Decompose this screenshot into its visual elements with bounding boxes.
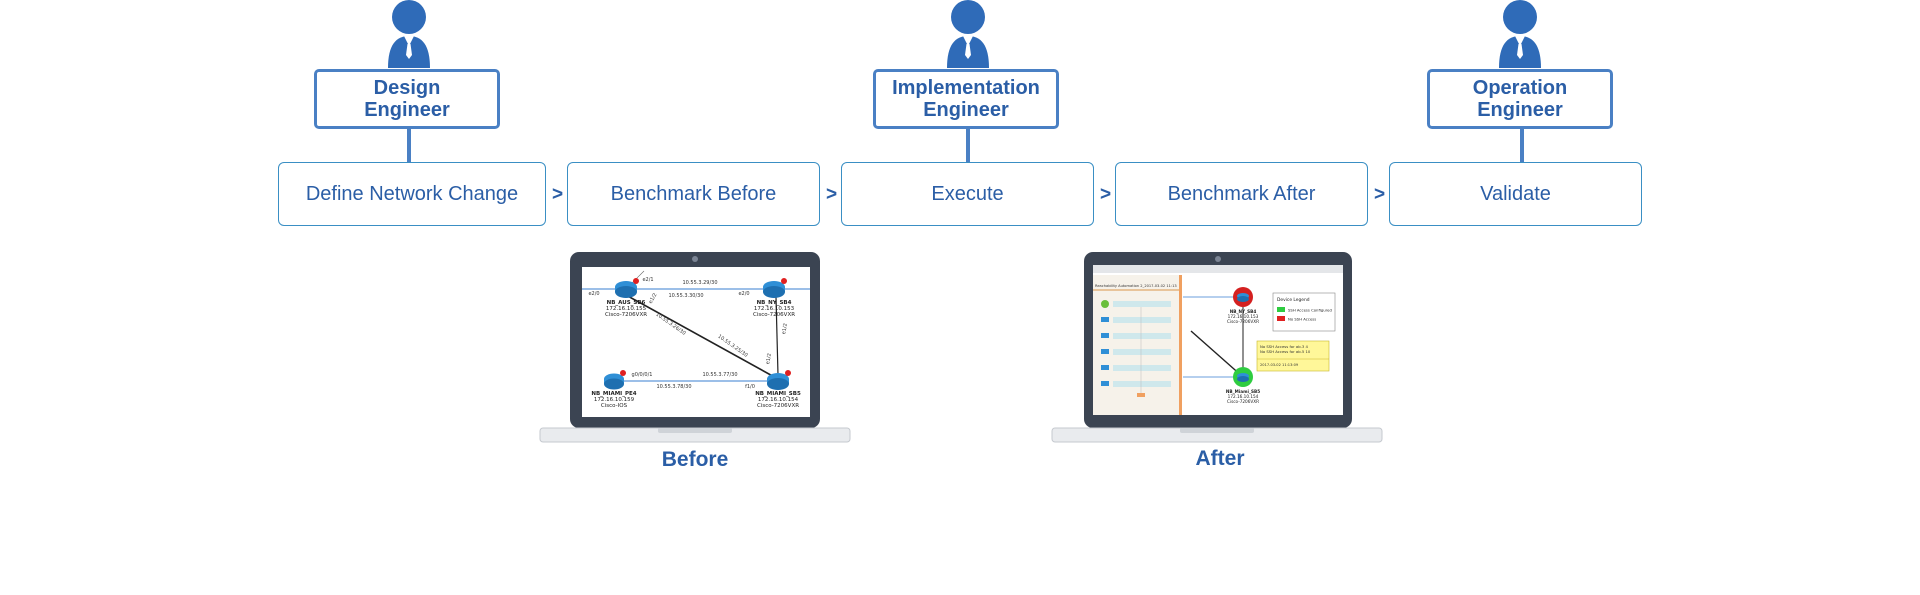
port-label: g0/0/0/1 bbox=[632, 372, 653, 378]
caption-after: After bbox=[1195, 447, 1245, 470]
port-label: f1/0 bbox=[745, 384, 755, 390]
step-separator: > bbox=[1374, 184, 1386, 205]
role-box-operation-engineer: Operation Engineer bbox=[1427, 69, 1613, 129]
role-label-line2: Engineer bbox=[923, 99, 1009, 121]
after-network-map-screen: Reachability Automation 2_2017-03-02 11:… bbox=[1093, 265, 1343, 415]
legend-swatch-green bbox=[1277, 307, 1285, 312]
node-name: NB_NY_SB4 bbox=[757, 300, 792, 306]
node-name: NB_Miami_SB5 bbox=[1226, 389, 1260, 394]
step-benchmark-after: Benchmark After bbox=[1115, 162, 1368, 226]
before-network-map: NB_AUS_SB6 172.16.10.155 Cisco-7206VXR N… bbox=[582, 270, 810, 409]
legend-label: SSH Access Configured bbox=[1288, 308, 1332, 313]
device-legend: Device Legend SSH Access Configured No S… bbox=[1272, 292, 1336, 332]
node-ip: 172.16.10.153 bbox=[754, 306, 795, 312]
port-label: e1/2 bbox=[648, 292, 659, 305]
node-ip: 172.16.10.159 bbox=[594, 397, 635, 403]
node-name: NB_NY_SB4 bbox=[1230, 309, 1257, 314]
role-label-line1: Implementation bbox=[892, 77, 1040, 99]
node-model: Cisco-7206VXR bbox=[757, 403, 799, 409]
step-separator: > bbox=[552, 184, 564, 205]
person-icon-operation bbox=[1499, 0, 1541, 68]
port-label: e2/1 bbox=[642, 277, 653, 283]
link-label: 10.55.3.30/30 bbox=[668, 293, 703, 299]
node-model: Cisco-IOS bbox=[601, 403, 628, 409]
step-validate: Validate bbox=[1389, 162, 1642, 226]
link-label: 10.55.3.25/30 bbox=[716, 334, 748, 359]
note-time: 2017-03-02 11:13:09 bbox=[1260, 363, 1299, 367]
caption-before: Before bbox=[661, 448, 729, 471]
workflow-steps bbox=[1101, 300, 1171, 397]
step-execute: Execute bbox=[841, 162, 1094, 226]
note-line: No SSH Access for ab.5 10 bbox=[1260, 349, 1311, 354]
router-ssh-ok-icon bbox=[1233, 367, 1253, 387]
router-no-ssh-icon bbox=[1233, 287, 1253, 307]
step-label: Validate bbox=[1480, 182, 1551, 205]
step-separator: > bbox=[1100, 184, 1112, 205]
person-icon-design bbox=[388, 0, 430, 68]
link-label: 10.55.3.78/30 bbox=[656, 384, 691, 390]
router-icon bbox=[604, 370, 626, 390]
legend-label: No SSH Access bbox=[1288, 317, 1316, 322]
node-model: Cisco-7206VXR bbox=[753, 312, 795, 318]
port-label: e2/0 bbox=[588, 291, 599, 297]
after-network-map: Reachability Automation 2_2017-03-02 11:… bbox=[1093, 265, 1343, 415]
link-label: 10.55.3.26/30 bbox=[654, 312, 686, 337]
node-ip: 172.16.10.154 bbox=[1228, 394, 1259, 399]
legend-swatch-red bbox=[1277, 316, 1285, 321]
role-box-implementation-engineer: Implementation Engineer bbox=[873, 69, 1059, 129]
role-box-design-engineer: Design Engineer bbox=[314, 69, 500, 129]
role-label-line1: Design bbox=[373, 77, 441, 99]
connector-implementation bbox=[966, 129, 970, 162]
panel-title: Reachability Automation 2_2017-03-02 11:… bbox=[1095, 284, 1177, 288]
role-label-line1: Operation bbox=[1472, 77, 1568, 99]
step-separator: > bbox=[826, 184, 838, 205]
node-ip: 172.16.10.155 bbox=[606, 306, 647, 312]
legend-title: Device Legend bbox=[1277, 297, 1310, 303]
step-label: Define Network Change bbox=[305, 182, 519, 205]
before-network-map-screen: NB_AUS_SB6 172.16.10.155 Cisco-7206VXR N… bbox=[582, 267, 810, 417]
node-model: Cisco-7206VXR bbox=[1227, 319, 1259, 324]
router-icon bbox=[767, 370, 791, 390]
connector-design bbox=[407, 129, 411, 162]
step-label: Execute bbox=[931, 182, 1004, 205]
step-benchmark-before: Benchmark Before bbox=[567, 162, 820, 226]
port-label: e2/0 bbox=[738, 291, 749, 297]
link-label: 10.55.3.77/30 bbox=[702, 372, 737, 378]
sticky-note: No SSH Access for ab.3 4 No SSH Access f… bbox=[1256, 340, 1330, 372]
node-ip: 172.16.10.153 bbox=[1228, 314, 1259, 319]
port-label: e1/2 bbox=[781, 323, 789, 335]
node-model: Cisco-7206VXR bbox=[1227, 399, 1259, 404]
node-model: Cisco-7206VXR bbox=[605, 312, 647, 318]
link-label: 10.55.3.29/30 bbox=[682, 280, 717, 286]
step-label: Benchmark Before bbox=[610, 182, 777, 205]
router-icon bbox=[615, 278, 639, 298]
router-icon bbox=[763, 278, 787, 298]
node-name: NB_MIAMI_PE4 bbox=[591, 391, 636, 397]
person-icon-implementation bbox=[947, 0, 989, 68]
step-define-network-change: Define Network Change bbox=[278, 162, 546, 226]
node-ip: 172.16.10.154 bbox=[758, 397, 799, 403]
role-label-line2: Engineer bbox=[1477, 99, 1563, 121]
node-name: NB_MIAMI_SB5 bbox=[755, 391, 801, 397]
node-name: NB_AUS_SB6 bbox=[607, 300, 646, 306]
connector-operation bbox=[1520, 129, 1524, 162]
role-label-line2: Engineer bbox=[364, 99, 450, 121]
port-label: e1/2 bbox=[765, 353, 773, 365]
note-line: No SSH Access for ab.3 4 bbox=[1260, 344, 1308, 349]
step-label: Benchmark After bbox=[1167, 182, 1316, 205]
